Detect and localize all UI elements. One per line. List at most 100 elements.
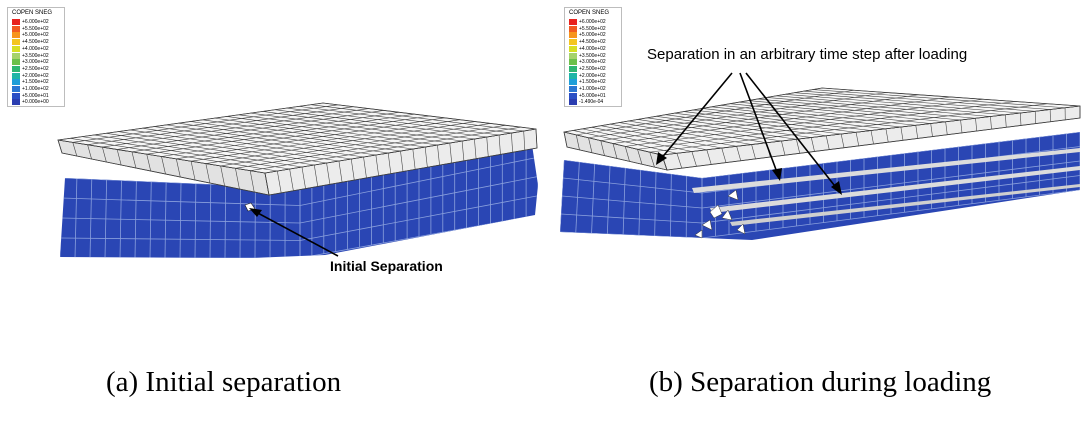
legend-value: +2.000e+02 [579,72,606,79]
legend-row: +3.500e+02 [569,52,606,59]
legend-row: +4.000e+02 [12,45,49,52]
legend-value: +5.000e+02 [579,32,606,39]
legend-value: +2.500e+02 [579,65,606,72]
legend-row: +5.000e+02 [12,32,49,39]
legend-swatch [569,99,577,106]
legend-value: +3.000e+02 [579,59,606,66]
legend-value: +1.000e+02 [579,86,606,92]
legend-swatch [569,25,577,32]
callout-arrows [659,72,839,191]
legend-swatch [569,45,577,52]
initial-separation-label: Initial Separation [330,258,443,274]
legend-swatch [12,92,20,99]
legend-swatch [569,19,577,25]
legend-value: +1.000e+02 [22,86,49,92]
legend-value: +5.000e+01 [579,92,606,99]
legend-row: +4.000e+02 [569,45,606,52]
legend-row: +2.500e+02 [569,65,606,72]
legend-value: +4.000e+02 [579,45,606,52]
separation-loading-label: Separation in an arbitrary time step aft… [647,46,968,63]
legend-value: +6.000e+02 [579,19,606,25]
legend-value: +2.500e+02 [22,65,49,72]
legend-row: +5.000e+02 [569,32,606,39]
legend-row: +0.000e+00 [12,99,49,106]
legend-row: +4.500e+02 [569,39,606,46]
legend-swatch [569,59,577,66]
legend-row: +3.000e+02 [12,59,49,66]
legend-value: +6.000e+02 [22,19,49,25]
callout-arrow [249,208,339,257]
legend-value: +5.000e+01 [22,92,49,99]
legend-swatch [569,39,577,46]
legend-value: +1.500e+02 [579,79,606,86]
legend-title: COPEN SNEG [569,10,610,16]
legend-swatch [12,65,20,72]
legend-swatch [569,32,577,39]
separated-elements [694,189,746,239]
legend-row: +2.500e+02 [12,65,49,72]
legend-row: +3.000e+02 [569,59,606,66]
legend-value: +3.000e+02 [22,59,49,66]
legend-swatch [12,19,20,25]
legend-swatch [12,52,20,59]
legend-row: +5.500e+02 [12,25,49,32]
legend-swatch [12,45,20,52]
legend-row: +6.000e+02 [12,19,49,25]
legend-row: +1.500e+02 [569,79,606,86]
legend-value: +2.000e+02 [22,72,49,79]
legend-row: +5.000e+01 [12,92,49,99]
arrowheads [656,152,842,195]
legend-title: COPEN SNEG [12,10,53,16]
legend-swatch [12,72,20,79]
legend-swatch [12,99,20,106]
legend-value: +4.500e+02 [22,39,49,46]
legend-value: +0.000e+00 [22,99,49,106]
contour-legend: COPEN SNEG +6.000e+02+5.500e+02+5.000e+0… [564,7,622,107]
top-plate [563,87,1081,171]
legend-row: +2.000e+02 [569,72,606,79]
contour-legend: COPEN SNEG +6.000e+02+5.500e+02+5.000e+0… [7,7,65,107]
legend-row: +1.000e+02 [569,86,606,92]
legend-swatch [569,65,577,72]
legend-swatch [569,72,577,79]
legend-swatch [569,92,577,99]
legend-value: -1.490e-04 [579,99,604,106]
legend-row: -1.490e-04 [569,99,604,106]
legend-row: +5.500e+02 [569,25,606,32]
figure-caption-a: (a) Initial separation [106,366,342,398]
legend-value: +3.500e+02 [22,52,49,59]
legend-value: +5.000e+02 [22,32,49,39]
legend-value: +1.500e+02 [22,79,49,86]
legend-swatch [12,86,20,92]
legend-value: +4.500e+02 [579,39,606,46]
legend-row: +2.000e+02 [12,72,49,79]
legend-swatch [569,52,577,59]
legend-row: +6.000e+02 [569,19,606,25]
legend-value: +5.500e+02 [22,25,49,32]
top-plate [57,102,538,196]
legend-swatch [12,79,20,86]
legend-swatch [12,59,20,66]
legend-value: +3.500e+02 [579,52,606,59]
legend-row: +5.000e+01 [569,92,606,99]
figure-caption-b: (b) Separation during loading [649,366,992,398]
legend-swatch [12,25,20,32]
legend-swatch [569,79,577,86]
legend-row: +3.500e+02 [12,52,49,59]
legend-value: +4.000e+02 [22,45,49,52]
separation-band [710,166,1080,213]
separation-band [730,184,1080,226]
panel-initial-separation: COPEN SNEG +6.000e+02+5.500e+02+5.000e+0… [0,0,541,432]
separation-band [692,148,1080,193]
panel-separation-during-loading: COPEN SNEG +6.000e+02+5.500e+02+5.000e+0… [542,0,1083,432]
legend-swatch [12,39,20,46]
legend-row: +1.500e+02 [12,79,49,86]
cohesive-block [560,132,1080,240]
legend-row: +4.500e+02 [12,39,49,46]
fe-model-view [560,72,1081,240]
legend-swatch [569,86,577,92]
legend-row: +1.000e+02 [12,86,49,92]
legend-swatch [12,32,20,39]
fe-model-view [57,102,538,258]
legend-value: +5.500e+02 [579,25,606,32]
